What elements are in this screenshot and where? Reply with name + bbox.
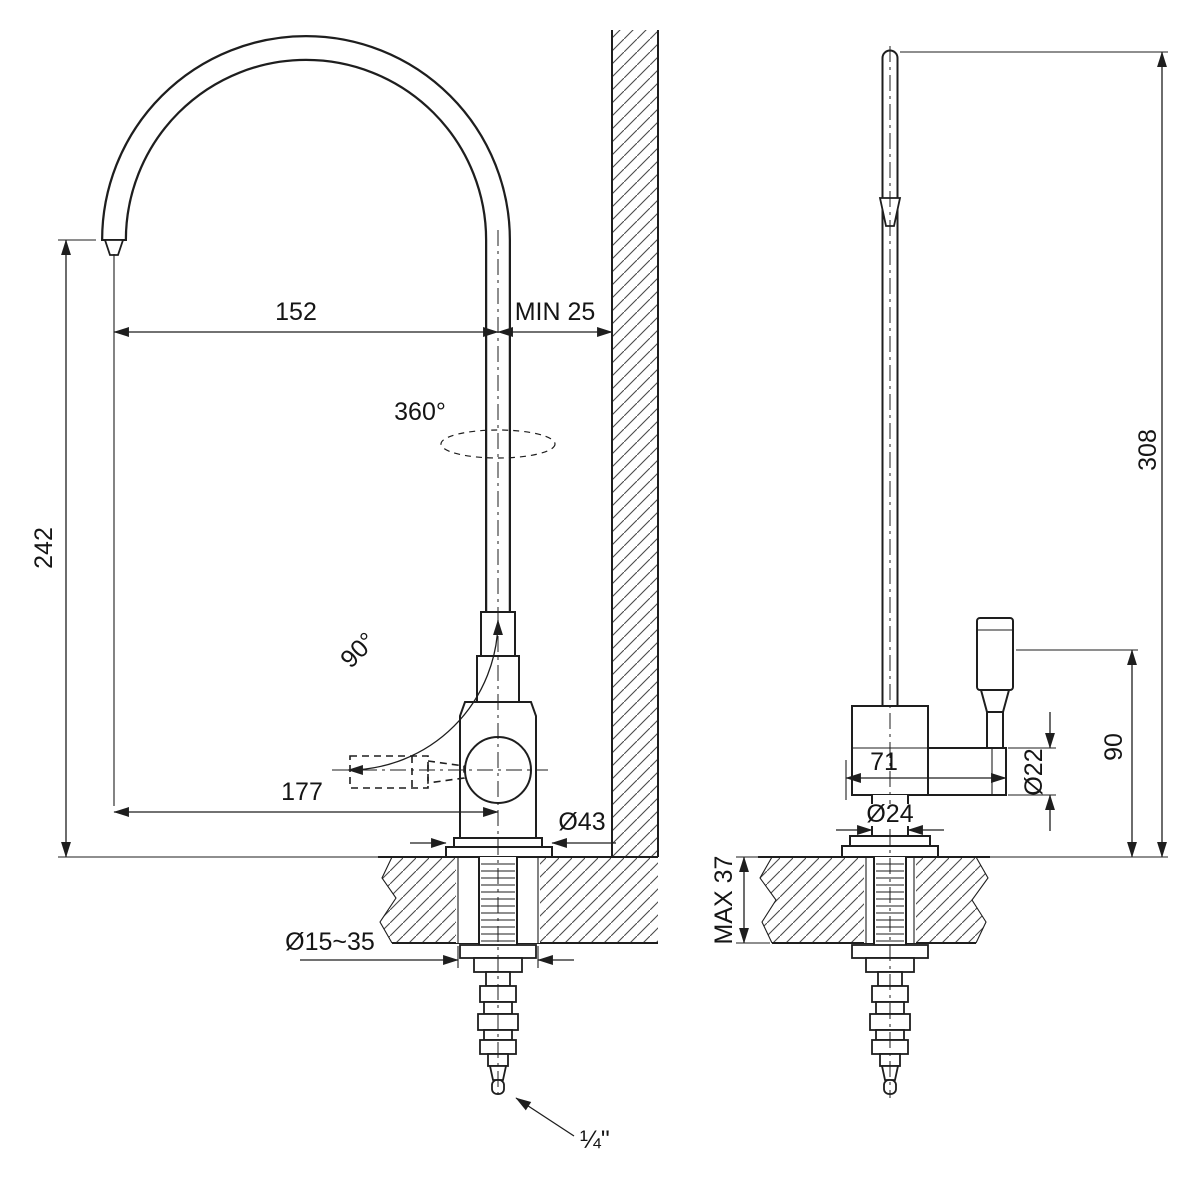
spout-aerator-tip bbox=[103, 239, 125, 256]
tube-size-dim-label: ¼" bbox=[580, 1126, 610, 1154]
min-wall-dim-label: MIN 25 bbox=[515, 298, 596, 326]
depth-dim-label: 177 bbox=[281, 778, 323, 806]
handle-height-dim-label: 90 bbox=[1100, 733, 1128, 761]
dimension-labels: 152 MIN 25 360° 242 90° 177 Ø43 Ø15~35 ¼… bbox=[30, 298, 1162, 1154]
body-width-dim-label: 71 bbox=[870, 748, 898, 776]
spout-height-dim-label: 242 bbox=[30, 527, 58, 569]
shank-diameter-dim-label: Ø24 bbox=[866, 800, 913, 828]
handle-side-phantom bbox=[349, 755, 465, 789]
swivel-dim-label: 360° bbox=[394, 398, 446, 426]
handle-front bbox=[976, 617, 1014, 749]
handle-diameter-dim-label: Ø22 bbox=[1020, 748, 1048, 795]
base-diameter-dim-label: Ø43 bbox=[558, 808, 605, 836]
reach-dim-label: 152 bbox=[275, 298, 317, 326]
side-view-dimensions bbox=[58, 239, 616, 1137]
handle-angle-arc bbox=[347, 619, 503, 775]
swivel-indicator bbox=[440, 429, 556, 459]
wall-section bbox=[611, 30, 659, 857]
front-view-dimensions bbox=[736, 51, 1168, 944]
handle-angle-dim-label: 90° bbox=[335, 627, 382, 674]
hole-diameter-dim-label: Ø15~35 bbox=[285, 928, 375, 956]
counter-thickness-dim-label: MAX 37 bbox=[710, 856, 738, 945]
side-elbow bbox=[927, 747, 1007, 796]
total-height-dim-label: 308 bbox=[1134, 429, 1162, 471]
